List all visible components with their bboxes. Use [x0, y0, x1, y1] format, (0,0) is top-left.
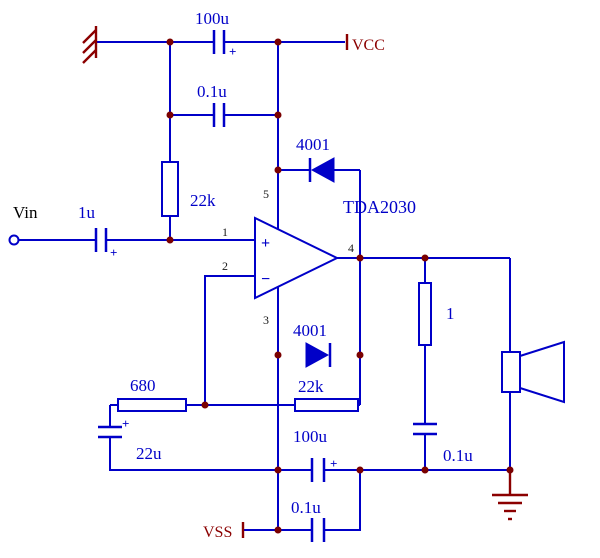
wire-cfb-to-rail: [109, 437, 312, 471]
capacitor-100u-vss: [310, 458, 326, 482]
junction-dot: [356, 466, 364, 474]
label-r22k-feedback: 22k: [298, 377, 324, 396]
polarity-plus-c100u-vcc: +: [229, 44, 236, 59]
junction-dot: [274, 38, 282, 46]
junction-dot: [274, 466, 282, 474]
earth-hatch: [82, 29, 97, 44]
capacitor-1u-input: [94, 228, 108, 252]
polarity-plus-c1u: +: [110, 245, 117, 260]
pin-number-3: 3: [263, 313, 269, 327]
junction-dot: [421, 254, 429, 262]
diode-triangle: [310, 157, 335, 183]
wire-chfneg-to-gnd: [324, 470, 361, 531]
junction-dot: [356, 254, 364, 262]
label-r680: 680: [130, 376, 156, 395]
junction-dot: [274, 166, 282, 174]
label-c100u-vcc: 100u: [195, 9, 230, 28]
resistor-22k-bias: [161, 161, 179, 217]
label-c1u-input: 1u: [78, 203, 96, 222]
label-ic-name: TDA2030: [343, 197, 416, 217]
capacitor-0p1u-zobel: [413, 422, 437, 436]
label-vin: Vin: [13, 203, 38, 222]
labels: 100u 0.1u 22k 4001 TDA2030 Vin 1u VCC VS…: [13, 9, 473, 541]
polarity-marks: + + + +: [110, 44, 337, 471]
wires: [19, 41, 511, 531]
diode-4001-to-vcc: [308, 157, 335, 183]
resistor-22k-feedback: [294, 398, 359, 412]
opamp-noninverting-mark: +: [261, 235, 270, 252]
label-d4001-top: 4001: [296, 135, 330, 154]
diode-4001-to-vss: [305, 342, 332, 368]
junction-dot: [274, 111, 282, 119]
junction-dot: [201, 401, 209, 409]
junction-dot: [506, 466, 514, 474]
label-r22k-bias: 22k: [190, 191, 216, 210]
pin-number-5: 5: [263, 187, 269, 201]
wire-pin2-feedback: [204, 275, 255, 405]
capacitor-100u-vcc: [212, 30, 226, 54]
resistor-1-zobel: [418, 282, 432, 346]
junction-dot: [166, 111, 174, 119]
junction-dot: [421, 466, 429, 474]
pin-number-2: 2: [222, 259, 228, 273]
junction-dot: [274, 351, 282, 359]
label-c0p1u-vcc: 0.1u: [197, 82, 227, 101]
speaker-body: [501, 351, 521, 393]
junction-dot: [166, 236, 174, 244]
label-r1-zobel: 1: [446, 304, 455, 323]
opamp-tda2030: + −: [254, 216, 340, 300]
earth-hatch: [82, 39, 97, 54]
earth-hatch: [82, 49, 97, 64]
speaker-horn: [519, 340, 565, 404]
vin-terminal-circle: [8, 234, 20, 246]
diode-triangle: [305, 342, 330, 368]
pin-number-1: 1: [222, 225, 228, 239]
label-c22u: 22u: [136, 444, 162, 463]
label-c0p1u-vss: 0.1u: [291, 498, 321, 517]
junction-dots: [166, 38, 514, 534]
capacitor-0p1u-vss: [310, 518, 326, 542]
label-c0p1u-zobel: 0.1u: [443, 446, 473, 465]
capacitor-0p1u-vcc: [212, 103, 226, 127]
signal-ground-symbol-bottom-right: [492, 470, 528, 521]
speaker-symbol: [501, 340, 565, 404]
capacitor-22u-feedback: [98, 425, 122, 439]
label-vcc: VCC: [352, 37, 385, 54]
pin-numbers: 5 1 2 3 4: [222, 187, 354, 327]
polarity-plus-c100u-vss: +: [330, 456, 337, 471]
label-d4001-bottom: 4001: [293, 321, 327, 340]
junction-dot: [274, 526, 282, 534]
junction-dot: [356, 351, 364, 359]
opamp-inverting-mark: −: [261, 271, 270, 288]
opamp-triangle: [254, 216, 340, 300]
label-c100u-vss: 100u: [293, 427, 328, 446]
polarity-plus-c22u: +: [122, 416, 129, 431]
earth-ground-symbol-top-left: [82, 26, 98, 64]
resistor-680-feedback: [117, 398, 187, 412]
label-vss: VSS: [203, 524, 232, 541]
junction-dot: [166, 38, 174, 46]
pin-number-4: 4: [348, 241, 354, 255]
